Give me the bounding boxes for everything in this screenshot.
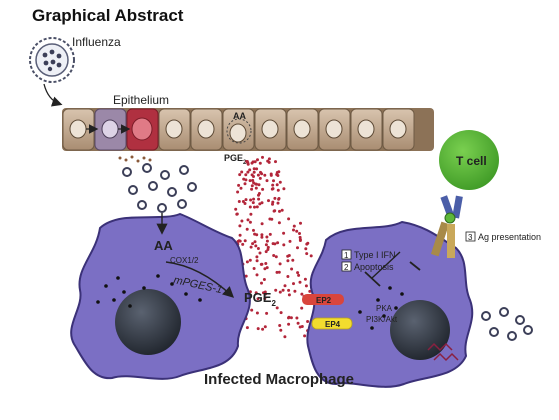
- figure-title: Graphical Abstract: [32, 6, 184, 25]
- apoptosis-label: Apoptosis: [354, 262, 394, 272]
- influenza-label: Influenza: [72, 35, 121, 49]
- ag-presentation-number: 3: [468, 233, 473, 242]
- ep2-label: EP2: [316, 296, 332, 305]
- infected-macrophage-label: Infected Macrophage: [204, 371, 354, 388]
- pka-label: PKA: [376, 304, 393, 313]
- pi3k-label: PI3K/Akt: [366, 315, 398, 324]
- epithelium-label: Epithelium: [113, 93, 169, 107]
- epithelium-layer: [62, 108, 434, 151]
- virion-icon: [481, 307, 533, 341]
- t-cell-icon: [439, 130, 499, 190]
- apoptosis-number: 2: [344, 263, 349, 272]
- t-cell-label: T cell: [456, 154, 487, 168]
- mhc-tcr-receptor-icon: [430, 195, 463, 258]
- aa-epithelium-label: AA: [233, 111, 246, 121]
- virion-icon: [122, 163, 197, 213]
- ep4-label: EP4: [325, 320, 341, 329]
- influenza-virus-icon: [29, 37, 75, 83]
- type1-ifn-number: 1: [344, 251, 349, 260]
- pge2-macrophage-label: PGE2: [244, 290, 276, 308]
- type1-ifn-label: Type I IFN: [354, 250, 396, 260]
- pge2-epithelium-label: PGE2: [224, 153, 247, 166]
- viral-rna-icon: [427, 342, 459, 362]
- ep4-receptor: [311, 317, 353, 330]
- ag-presentation-label: Ag presentation: [478, 232, 541, 242]
- infection-arrow: [43, 83, 63, 107]
- cox-label: COX1/2: [170, 256, 199, 265]
- epithelial-cell-icon: [62, 108, 95, 151]
- ep2-receptor: [302, 294, 344, 305]
- aa-macrophage-label: AA: [154, 238, 173, 253]
